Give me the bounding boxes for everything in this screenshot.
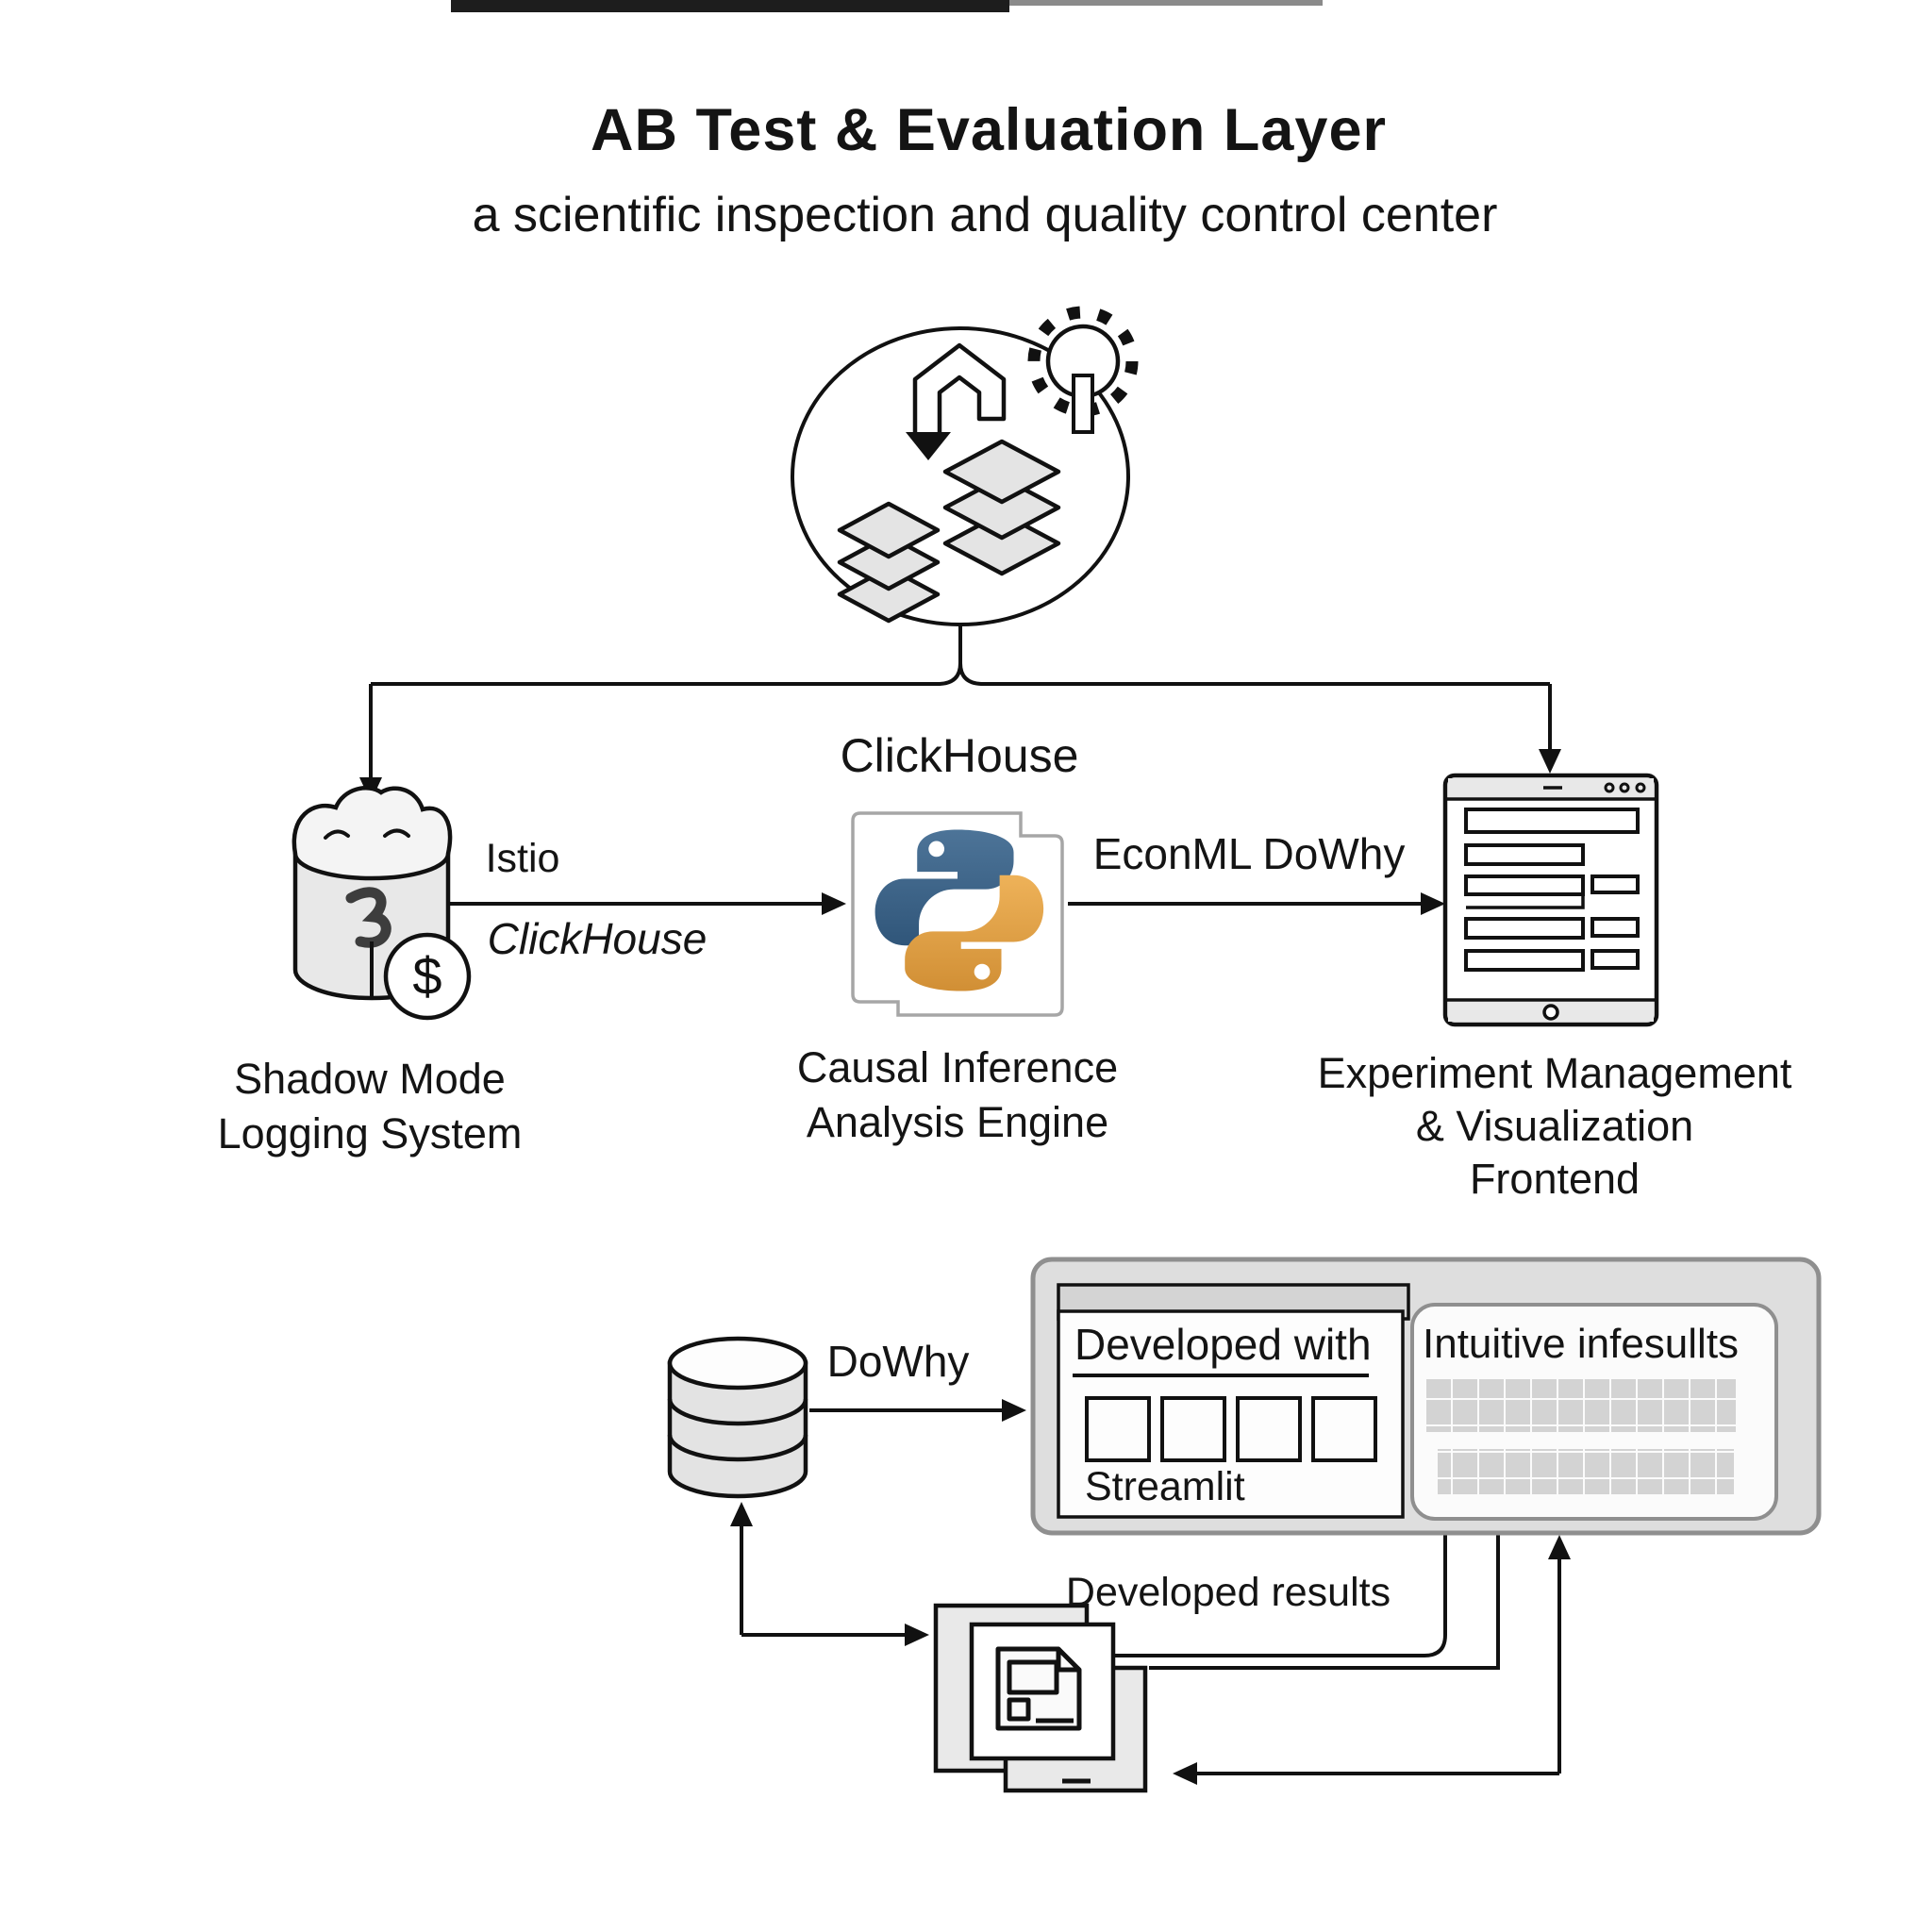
- central-hub-icon: [791, 306, 1139, 626]
- frontend-node-label-line3: Frontend: [1469, 1155, 1641, 1203]
- python-logo-icon: [851, 811, 1064, 1017]
- causal-node-label-line2: Analysis Engine: [806, 1098, 1109, 1146]
- cloud-top: [291, 786, 453, 881]
- causal-node-label-line1: Causal Inference: [796, 1043, 1119, 1091]
- frontend-node-label-line2: & Visualization: [1415, 1102, 1694, 1150]
- page-subtitle: a scientific inspection and quality cont…: [472, 188, 1498, 242]
- tablet-dot-3: [1635, 782, 1646, 793]
- connectors: [359, 625, 1571, 1785]
- results-card-title: Intuitive infesullts: [1423, 1321, 1740, 1367]
- table-grid-2: [1438, 1449, 1734, 1494]
- database-cylinder-icon: [667, 1336, 808, 1499]
- loop-arrow-icon: [906, 342, 1007, 460]
- data-stack-icon: [837, 439, 1061, 624]
- top-scanline-dark: [451, 0, 1009, 12]
- shadow-node-label-line2: Logging System: [217, 1109, 523, 1158]
- report-page-glyph: [995, 1646, 1082, 1731]
- tablet-dot-2: [1619, 782, 1630, 793]
- placeholder-squares: [1085, 1396, 1377, 1462]
- connector-branch-left: [371, 625, 962, 686]
- shadow-node-label-line1: Shadow Mode: [234, 1055, 506, 1103]
- tablet-icon: [1442, 773, 1659, 1027]
- connector-doc-to-panel-a: [1113, 1535, 1447, 1657]
- top-scanline-light: [1009, 0, 1323, 6]
- dollar-glyph: $: [412, 946, 441, 1006]
- edge-dowhy-label: DoWhy: [826, 1337, 970, 1386]
- connector-branch-right: [958, 662, 1550, 686]
- frontend-node-label-line1: Experiment Management: [1317, 1049, 1792, 1097]
- tablet-list-rows: [1464, 808, 1640, 972]
- streamlit-caption: Streamlit: [1085, 1464, 1245, 1509]
- glyph-3: [345, 887, 391, 948]
- tablet-dot-1: [1604, 782, 1615, 793]
- hub-clickhouse-label: ClickHouse: [840, 729, 1079, 782]
- edge-econml-dowhy-label: EconML DoWhy: [1092, 829, 1406, 878]
- dashboard-panel: [1030, 1257, 1822, 1536]
- document-stack-icon: [933, 1603, 1148, 1793]
- connector-doc-to-panel-b: [1149, 1535, 1500, 1670]
- edge-istio-label: Istio: [485, 836, 560, 881]
- home-button: [1542, 1004, 1559, 1021]
- developed-with-title: Developed with: [1074, 1320, 1372, 1369]
- dollar-badge: $: [383, 932, 472, 1021]
- edge-clickhouse-label: ClickHouse: [487, 914, 708, 963]
- table-grid-1: [1424, 1379, 1736, 1432]
- gear-icon: [1027, 306, 1139, 434]
- developed-results-label: Developed results: [1065, 1570, 1391, 1615]
- page-title: AB Test & Evaluation Layer: [590, 97, 1388, 163]
- cloud-log-database-icon: $: [291, 786, 472, 1021]
